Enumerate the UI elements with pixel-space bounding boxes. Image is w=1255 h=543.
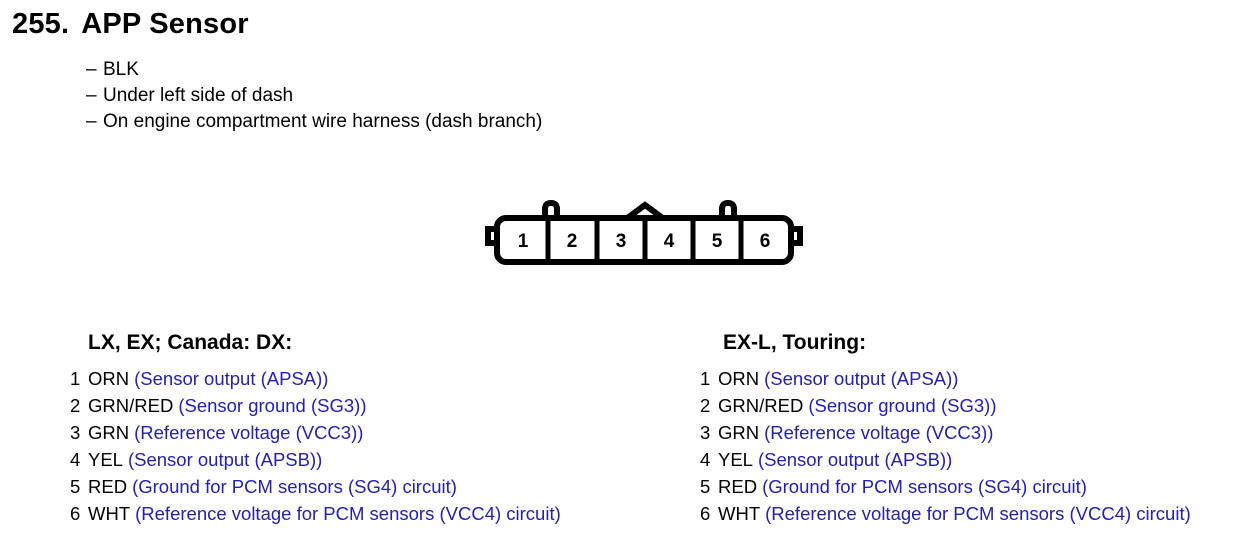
table-row: 5 RED (Ground for PCM sensors (SG4) circ…	[70, 473, 561, 500]
pin-description: (Sensor output (APSB))	[127, 449, 323, 470]
list-item: – On engine compartment wire harness (da…	[86, 109, 542, 135]
pin-number: 4	[70, 449, 81, 470]
pin-table-heading: EX-L, Touring:	[723, 331, 867, 354]
pin-description: (Reference voltage for PCM sensors (VCC4…	[135, 503, 561, 524]
table-row: 2 GRN/RED (Sensor ground (SG3))	[700, 392, 1191, 419]
page-title: 255. APP Sensor	[12, 8, 249, 41]
center-keyway-peak-icon	[624, 201, 666, 222]
pin-number: 5	[70, 476, 81, 497]
connector-pin-3: 3	[616, 231, 627, 252]
pin-number: 1	[70, 368, 81, 389]
list-item: – BLK	[86, 57, 542, 83]
connector-pin-6: 6	[760, 231, 771, 252]
pin-wire-color: RED	[88, 476, 128, 497]
pin-wire-color: GRN/RED	[88, 395, 174, 416]
connector-diagram: 1 2 3 4 5 6	[484, 198, 804, 274]
table-row: 4 YEL (Sensor output (APSB))	[70, 446, 561, 473]
page-title-name: APP Sensor	[81, 8, 249, 40]
pin-number: 4	[700, 449, 711, 470]
pin-number: 3	[700, 422, 711, 443]
dash-bullet-icon: –	[86, 111, 97, 132]
pin-description: (Ground for PCM sensors (SG4) circuit)	[762, 476, 1087, 497]
note-text: On engine compartment wire harness (dash…	[103, 111, 543, 132]
pin-wire-color: WHT	[88, 503, 131, 524]
pin-table-heading: LX, EX; Canada: DX:	[88, 331, 293, 354]
pin-number: 1	[700, 368, 711, 389]
connector-pin-2: 2	[567, 231, 578, 252]
pin-number: 5	[700, 476, 711, 497]
table-row: 6 WHT (Reference voltage for PCM sensors…	[70, 500, 561, 527]
pin-table-ex-l-touring: EX-L, Touring: 1 ORN (Sensor output (APS…	[700, 331, 1191, 527]
pin-wire-color: ORN	[88, 368, 130, 389]
pin-table-lx-ex-canada-dx: LX, EX; Canada: DX: 1 ORN (Sensor output…	[70, 331, 561, 527]
table-row: 4 YEL (Sensor output (APSB))	[700, 446, 1191, 473]
pin-number: 3	[70, 422, 81, 443]
pin-number: 2	[70, 395, 81, 416]
connector-notes-list: – BLK – Under left side of dash – On eng…	[86, 57, 542, 135]
pin-wire-color: GRN/RED	[718, 395, 804, 416]
list-item: – Under left side of dash	[86, 83, 542, 109]
pin-description: (Ground for PCM sensors (SG4) circuit)	[132, 476, 457, 497]
pin-wire-color: ORN	[718, 368, 760, 389]
pin-description: (Sensor output (APSA))	[134, 368, 329, 389]
connector-pin-5: 5	[712, 231, 723, 252]
locking-tab-right-icon	[719, 199, 737, 220]
pin-number: 6	[700, 503, 711, 524]
pin-description: (Reference voltage (VCC3))	[764, 422, 994, 443]
locking-tab-left-icon	[542, 199, 560, 220]
connector-pin-4: 4	[664, 231, 675, 252]
pin-number: 6	[70, 503, 81, 524]
pin-wire-color: WHT	[718, 503, 761, 524]
dash-bullet-icon: –	[86, 85, 97, 106]
pin-number: 2	[700, 395, 711, 416]
pin-wire-color: YEL	[88, 449, 123, 470]
pin-wire-color: RED	[718, 476, 758, 497]
page-title-number: 255.	[12, 8, 70, 40]
pin-wire-color: GRN	[88, 422, 130, 443]
note-text: Under left side of dash	[103, 85, 294, 106]
pin-description: (Sensor ground (SG3))	[178, 395, 367, 416]
note-text: BLK	[103, 59, 139, 80]
table-row: 3 GRN (Reference voltage (VCC3))	[700, 419, 1191, 446]
table-row: 5 RED (Ground for PCM sensors (SG4) circ…	[700, 473, 1191, 500]
table-row: 6 WHT (Reference voltage for PCM sensors…	[700, 500, 1191, 527]
connector-pin-1: 1	[518, 231, 529, 252]
pin-wire-color: GRN	[718, 422, 760, 443]
pin-description: (Reference voltage for PCM sensors (VCC4…	[765, 503, 1191, 524]
pin-description: (Reference voltage (VCC3))	[134, 422, 364, 443]
pin-description: (Sensor ground (SG3))	[808, 395, 997, 416]
pin-description: (Sensor output (APSB))	[757, 449, 953, 470]
pin-wire-color: YEL	[718, 449, 753, 470]
table-row: 1 ORN (Sensor output (APSA))	[700, 365, 1191, 392]
table-row: 2 GRN/RED (Sensor ground (SG3))	[70, 392, 561, 419]
table-row: 1 ORN (Sensor output (APSA))	[70, 365, 561, 392]
table-row: 3 GRN (Reference voltage (VCC3))	[70, 419, 561, 446]
dash-bullet-icon: –	[86, 59, 97, 80]
pin-description: (Sensor output (APSA))	[764, 368, 959, 389]
